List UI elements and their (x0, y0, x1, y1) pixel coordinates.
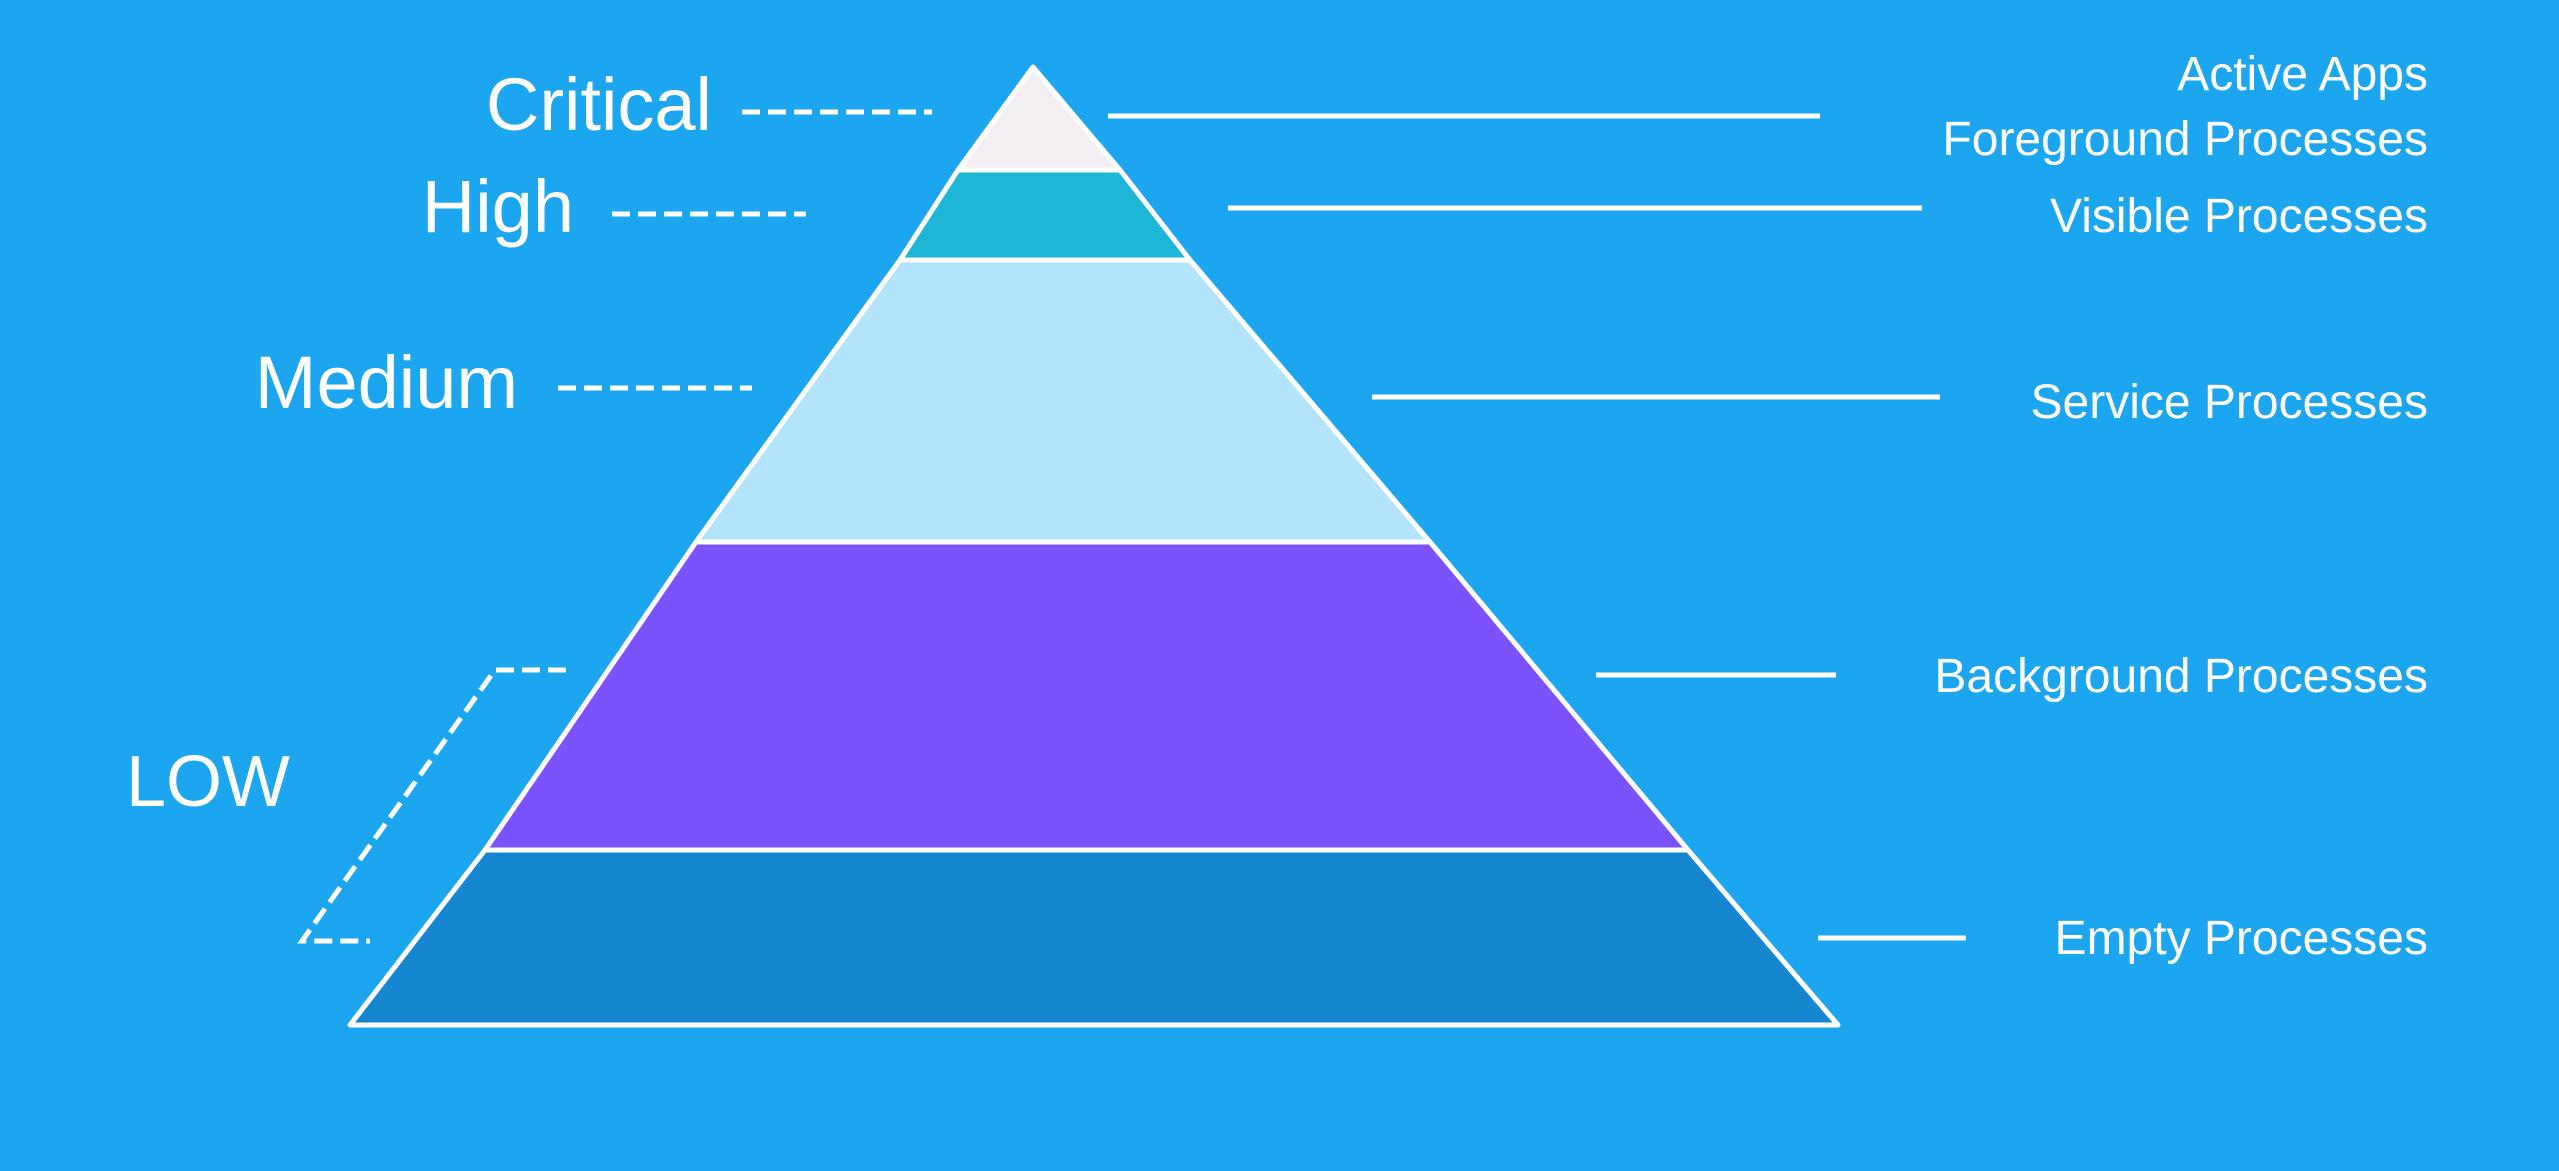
pyramid-layer-high (897, 167, 1193, 263)
low-dashed-bracket (297, 667, 566, 944)
pyramid-layer-service (693, 257, 1433, 545)
process-label-foreground-processes: Foreground Processes (1942, 113, 2428, 166)
pyramid-layer-empty (347, 847, 1841, 1028)
process-label-service-processes: Service Processes (2031, 376, 2428, 429)
pyramid-layer-critical (955, 64, 1123, 173)
process-label-background-processes: Background Processes (1934, 650, 2428, 703)
process-label-visible-processes: Visible Processes (2050, 190, 2428, 243)
pyramid-layer-background (482, 539, 1691, 853)
tier-label-high: High (422, 165, 574, 248)
process-label-active-apps: Active Apps (2177, 48, 2428, 101)
tier-label-medium: Medium (255, 341, 518, 424)
tier-label-critical: Critical (486, 63, 712, 146)
tier-label-low: LOW (126, 742, 290, 822)
process-label-empty-processes: Empty Processes (2055, 912, 2428, 965)
